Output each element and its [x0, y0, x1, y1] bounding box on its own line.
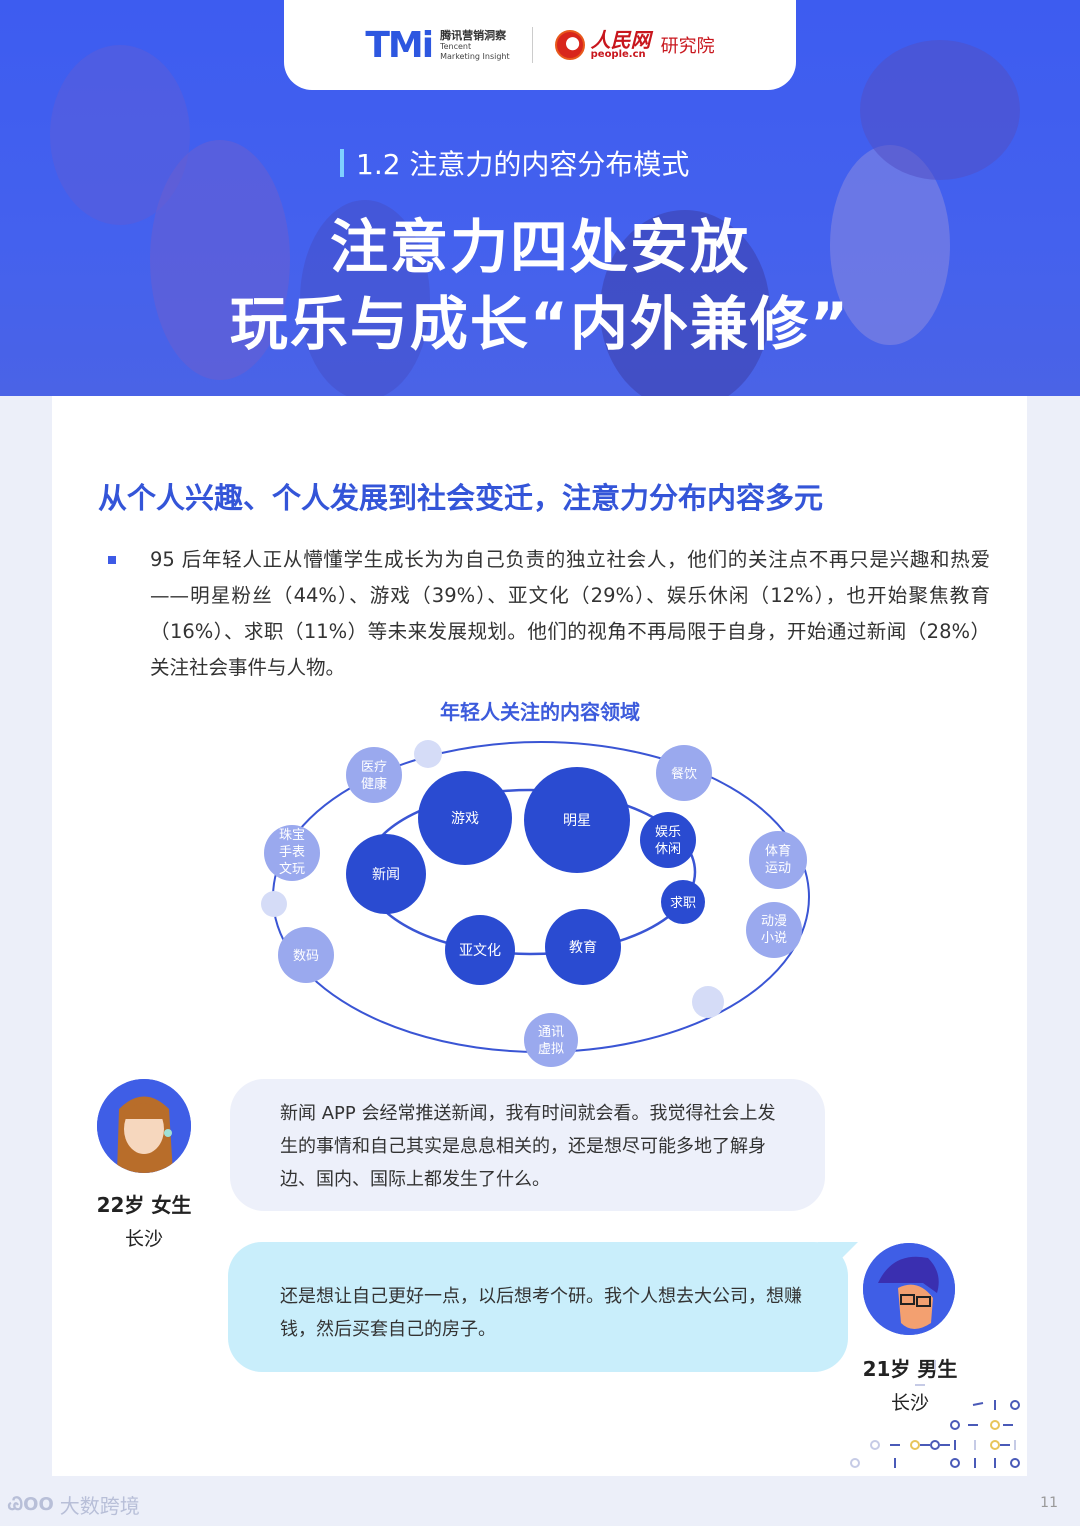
svg-text:求职: 求职: [670, 896, 696, 911]
svg-text:新闻: 新闻: [372, 867, 400, 883]
quote-1-person: 22岁 女生 长沙: [88, 1188, 200, 1256]
node-digital: 数码: [278, 927, 334, 983]
tmi-logo: TMi 腾讯营销洞察 Tencent Marketing Insight: [365, 25, 509, 66]
svg-text:数码: 数码: [293, 949, 319, 964]
node-celebrity: 明星: [524, 767, 630, 873]
svg-text:餐饮: 餐饮: [671, 766, 697, 782]
illustration-person-4: [600, 210, 770, 396]
node-medical-health: 医疗 健康: [346, 747, 402, 803]
tmi-en-line1: Tencent: [440, 42, 472, 51]
people-brand: 人民网: [590, 28, 651, 52]
people-swirl-icon: [554, 30, 585, 60]
node-subculture: 亚文化: [445, 915, 515, 985]
bullet-square-icon: [108, 556, 116, 564]
svg-text:亚文化: 亚文化: [459, 943, 501, 959]
quote-bubble-1: 新闻 APP 会经常推送新闻，我有时间就会看。我觉得社会上发生的事情和自己其实是…: [230, 1079, 825, 1211]
node-jewelry-collectibles: 珠宝 手表 文玩: [264, 825, 320, 881]
quote-1-text: 新闻 APP 会经常推送新闻，我有时间就会看。我觉得社会上发生的事情和自己其实是…: [280, 1103, 776, 1190]
svg-text:手表: 手表: [279, 845, 305, 860]
quote-2-city: 长沙: [890, 1392, 929, 1414]
page-title-line1: 注意力四处安放: [329, 213, 750, 281]
small-dot-circle: [414, 740, 442, 768]
small-dot-circle: [692, 986, 724, 1018]
node-telecom-virtual: 通讯 虚拟: [524, 1013, 578, 1067]
hero-banner: TMi 腾讯营销洞察 Tencent Marketing Insight 人民网…: [0, 0, 1080, 396]
quote-2-text: 还是想让自己更好一点，以后想考个研。我个人想去大公司，想赚钱，然后买套自己的房子…: [280, 1286, 802, 1340]
quote-bubble-2: 还是想让自己更好一点，以后想考个研。我个人想去大公司，想赚钱，然后买套自己的房子…: [228, 1242, 848, 1372]
female-portrait-icon: [97, 1079, 191, 1173]
tmi-cn-name: 腾讯营销洞察: [440, 28, 507, 42]
watermark-mark-icon: ᏊOO: [8, 1494, 54, 1515]
node-dining: 餐饮: [656, 745, 712, 801]
quote-1-city: 长沙: [124, 1228, 163, 1250]
illustration-person-2: [150, 140, 290, 380]
illustration-person-6: [860, 40, 1020, 180]
node-education: 教育: [545, 909, 621, 985]
svg-text:休闲: 休闲: [655, 842, 681, 857]
node-entertainment: 娱乐 休闲: [640, 812, 696, 868]
page-number: 11: [1040, 1495, 1058, 1511]
quote-1-demographic: 22岁 女生: [96, 1193, 192, 1217]
svg-text:动漫: 动漫: [761, 914, 787, 929]
male-portrait-icon: [863, 1243, 955, 1335]
node-job-hunting: 求职: [661, 880, 705, 924]
node-anime-novels: 动漫 小说: [746, 902, 802, 958]
page-title-line2: 玩乐与成长“内外兼修”: [229, 290, 851, 358]
section-tag-label: 1.2 注意力的内容分布模式: [356, 148, 690, 181]
svg-text:通讯: 通讯: [538, 1025, 564, 1040]
logo-divider: [531, 27, 533, 63]
avatar-male: [863, 1243, 955, 1335]
svg-text:虚拟: 虚拟: [538, 1042, 564, 1057]
tmi-en-line2: Marketing Insight: [440, 51, 510, 61]
svg-text:文玩: 文玩: [279, 862, 305, 877]
svg-text:教育: 教育: [569, 940, 597, 956]
small-dot-circle: [261, 891, 287, 917]
svg-text:运动: 运动: [765, 861, 791, 876]
section-tag: 1.2 注意力的内容分布模式: [340, 143, 689, 183]
node-games: 游戏: [418, 771, 512, 865]
quote-2-person: 21岁 男生 长沙: [855, 1352, 965, 1420]
node-news: 新闻: [346, 834, 426, 914]
tmi-mark: TMi: [365, 24, 434, 66]
people-institute: 研究院: [660, 36, 715, 57]
svg-text:明星: 明星: [563, 813, 591, 829]
svg-text:游戏: 游戏: [451, 811, 479, 827]
svg-text:健康: 健康: [361, 776, 387, 792]
svg-text:小说: 小说: [761, 931, 787, 946]
logo-card: TMi 腾讯营销洞察 Tencent Marketing Insight 人民网…: [284, 0, 796, 90]
section-heading: 从个人兴趣、个人发展到社会变迁，注意力分布内容多元: [98, 481, 824, 515]
people-url: people.cn: [590, 49, 646, 60]
quote-2-demographic: 21岁 男生: [862, 1357, 958, 1381]
people-cn-logo: 人民网 people.cn 研究院: [554, 28, 715, 60]
avatar-female: [97, 1079, 191, 1173]
decorative-dot-pattern: [850, 1360, 1020, 1468]
svg-text:珠宝: 珠宝: [279, 828, 305, 843]
diagram-title: 年轻人关注的内容领域: [440, 700, 640, 724]
svg-text:体育: 体育: [765, 843, 791, 859]
illustration-person-3: [300, 200, 430, 396]
node-sports: 体育 运动: [749, 831, 807, 889]
section-tag-bar: [340, 149, 344, 177]
svg-text:医疗: 医疗: [361, 760, 387, 775]
svg-text:娱乐: 娱乐: [655, 825, 681, 840]
watermark-logo: ᏊOO 大数跨境: [8, 1490, 140, 1519]
watermark-text: 大数跨境: [59, 1494, 140, 1518]
body-paragraph: 95 后年轻人正从懵懂学生成长为为自己负责的独立社会人，他们的关注点不再只是兴趣…: [150, 548, 990, 679]
